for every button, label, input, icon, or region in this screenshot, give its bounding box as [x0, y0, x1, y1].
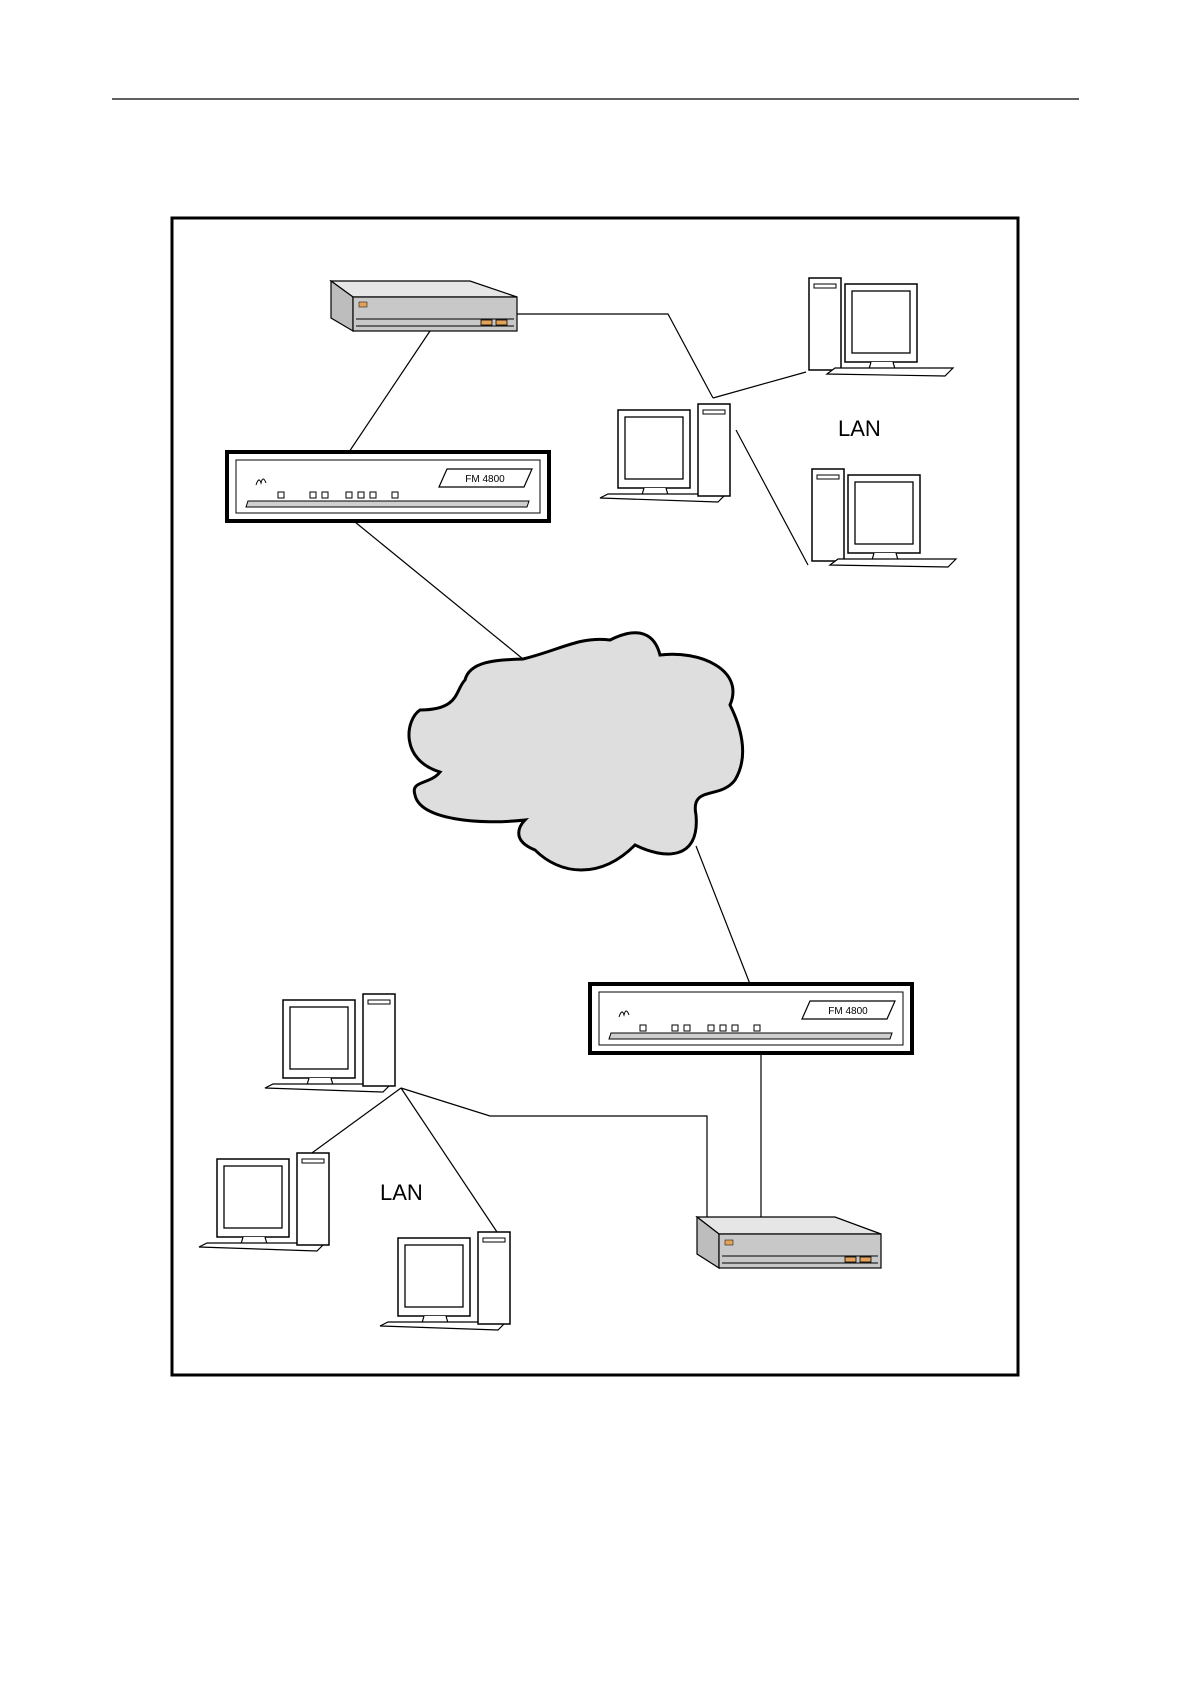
lan-label-right: LAN: [838, 416, 881, 441]
desktop-computer-icon: [812, 469, 956, 567]
modem-top-model-label: FM 4800: [465, 474, 505, 485]
router-top: [331, 281, 517, 331]
router-bottom: [697, 1217, 881, 1268]
modem-bottom-model-label: FM 4800: [828, 1006, 868, 1017]
desktop-computer-icon: [600, 404, 730, 502]
desktop-computer-icon: [265, 994, 395, 1092]
modem-top: FM 4800: [227, 452, 549, 521]
desktop-computer-icon: [809, 278, 953, 376]
desktop-computer-icon: [380, 1232, 510, 1330]
lan-label-left: LAN: [380, 1180, 423, 1205]
network-cloud-icon: [409, 633, 743, 870]
modem-bottom: FM 4800: [590, 984, 912, 1053]
desktop-computer-icon: [199, 1153, 329, 1251]
